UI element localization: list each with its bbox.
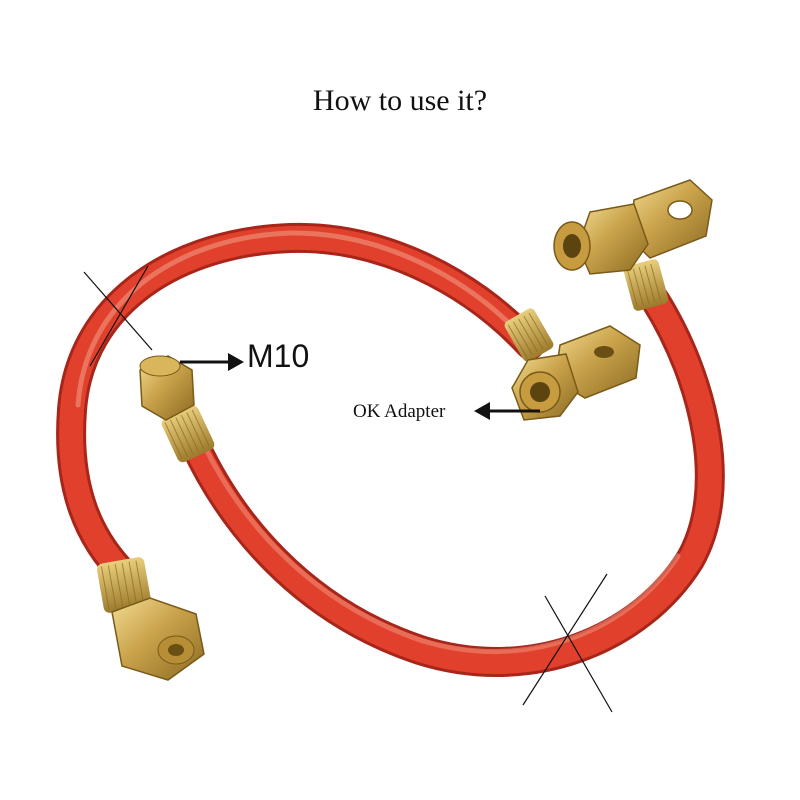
top-right-elbow-fitting bbox=[553, 179, 713, 311]
cross-mark-left bbox=[83, 265, 153, 367]
arrow-ok-adapter bbox=[474, 402, 540, 420]
cross-mark-bottom bbox=[522, 573, 613, 713]
red-hose bbox=[56, 222, 725, 677]
arrow-m10 bbox=[180, 353, 244, 371]
page-title: How to use it? bbox=[312, 84, 488, 117]
bottom-nut-fitting bbox=[96, 557, 205, 681]
m10-fitting bbox=[139, 355, 215, 463]
ok-adapter-fitting bbox=[504, 308, 641, 421]
ok-adapter-label: OK Adapter bbox=[353, 401, 446, 422]
m10-label: M10 bbox=[247, 338, 310, 374]
